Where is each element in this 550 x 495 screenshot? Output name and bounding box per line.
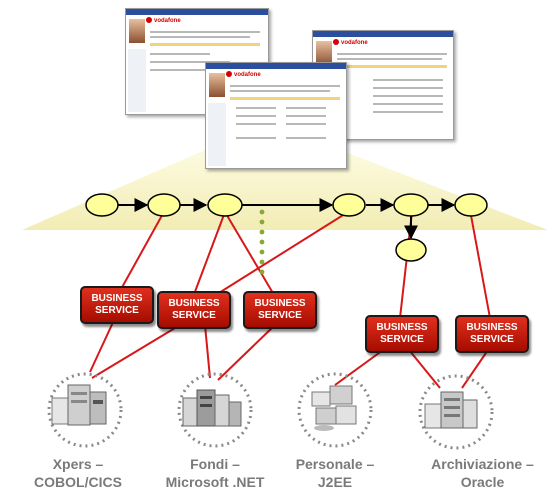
system-label-xpers: Xpers – COBOL/CICS bbox=[34, 456, 122, 490]
business-service-1: BUSINESS SERVICE bbox=[80, 286, 154, 324]
connector-bs3-fondi bbox=[217, 324, 276, 381]
connector-n3-bs3 bbox=[224, 211, 281, 306]
business-service-5: BUSINESS SERVICE bbox=[455, 315, 529, 353]
mainframe-server-icon bbox=[47, 372, 123, 448]
connector-bs5-archiviazione bbox=[461, 349, 489, 389]
process-flow bbox=[118, 198, 456, 240]
system-label-fondi: Fondi – Microsoft .NET bbox=[165, 456, 265, 490]
process-node-6 bbox=[454, 193, 488, 217]
database-server-icon bbox=[418, 374, 494, 450]
vodafone-logo: vodafone bbox=[333, 39, 368, 46]
connector-n3-bs2 bbox=[189, 211, 226, 306]
j2ee-server-cluster-icon bbox=[297, 372, 373, 448]
process-node-2 bbox=[147, 193, 181, 217]
business-service-2: BUSINESS SERVICE bbox=[157, 291, 231, 329]
process-node-5 bbox=[393, 193, 429, 217]
connector-bs1-xpers bbox=[89, 317, 116, 373]
connector-bs2-xpers bbox=[91, 324, 181, 379]
system-label-archiviazione: Archiviazione – Oracle bbox=[431, 456, 534, 490]
business-service-label: BUSINESS SERVICE bbox=[376, 322, 428, 345]
connector-n7-bs5 bbox=[469, 209, 491, 319]
windows-server-rack-icon bbox=[177, 372, 253, 448]
business-service-label: BUSINESS SERVICE bbox=[91, 293, 143, 316]
connector-n2-bs1 bbox=[114, 209, 166, 301]
dotted-link bbox=[259, 209, 265, 275]
business-service-label: BUSINESS SERVICE bbox=[466, 322, 518, 345]
vodafone-logo: vodafone bbox=[146, 17, 181, 24]
system-label-personale: Personale – J2EE bbox=[295, 456, 375, 490]
vodafone-logo: vodafone bbox=[226, 71, 261, 78]
app-screenshot-3: vodafone bbox=[205, 62, 347, 169]
process-node-1 bbox=[85, 193, 119, 217]
connector-bs2-fondi bbox=[204, 324, 211, 379]
business-service-label: BUSINESS SERVICE bbox=[254, 298, 306, 321]
process-node-4 bbox=[332, 193, 366, 217]
process-node-3 bbox=[207, 193, 243, 217]
business-service-label: BUSINESS SERVICE bbox=[168, 298, 220, 321]
process-nodes bbox=[85, 193, 488, 262]
business-service-3: BUSINESS SERVICE bbox=[243, 291, 317, 329]
business-service-4: BUSINESS SERVICE bbox=[365, 315, 439, 353]
system-icons bbox=[47, 372, 494, 450]
process-node-7 bbox=[395, 238, 427, 262]
